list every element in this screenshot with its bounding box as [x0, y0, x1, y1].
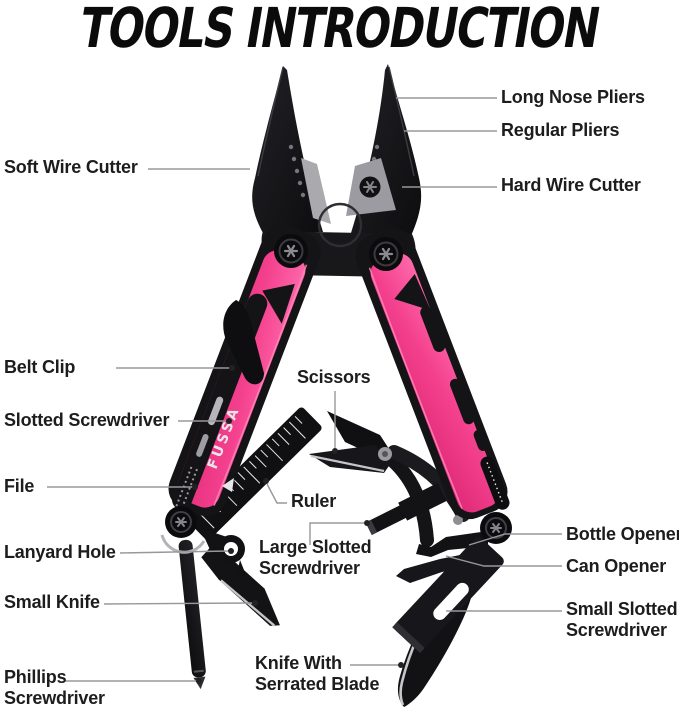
label-scissors: Scissors — [297, 367, 371, 387]
page-title: TOOLS INTRODUCTION — [75, 0, 604, 60]
leader-lines — [47, 97, 562, 682]
belt-clip-part — [223, 300, 264, 385]
small-slotted-screwdriver-tool — [392, 537, 504, 654]
label-ruler: Ruler — [291, 491, 337, 511]
label-slotted-screwdriver: Slotted Screwdriver — [4, 410, 170, 430]
large-slotted-screwdriver-tool — [365, 483, 447, 535]
label-lanyard-hole: Lanyard Hole — [4, 542, 116, 562]
soft-wire-cutter-part — [301, 158, 331, 224]
label-belt-clip: Belt Clip — [4, 357, 76, 377]
label-small-knife: Small Knife — [4, 592, 100, 612]
label-regular-pliers: Regular Pliers — [501, 120, 620, 140]
brand-logo-triangle — [222, 478, 234, 492]
leader-dots — [192, 365, 404, 684]
label-hard-wire-cutter: Hard Wire Cutter — [501, 175, 641, 195]
scissors-tool — [309, 411, 470, 547]
label-large-slotted-screwdriver: Large Slotted Screwdriver — [259, 537, 372, 578]
label-knife-with-serrated-blade: Knife With Serrated Blade — [255, 653, 380, 694]
label-can-opener: Can Opener — [566, 556, 667, 576]
label-soft-wire-cutter: Soft Wire Cutter — [4, 157, 138, 177]
label-small-slotted-screwdriver: Small Slotted Screwdriver — [566, 599, 678, 640]
label-long-nose-pliers: Long Nose Pliers — [501, 87, 645, 107]
handle-end-screws — [160, 506, 512, 554]
label-file: File — [4, 476, 35, 496]
label-bottle-opener: Bottle Opener — [566, 524, 679, 544]
right-handle — [355, 227, 510, 520]
label-phillips-screwdriver: Phillips Screwdriver — [4, 667, 105, 708]
handle-pivot-screws — [274, 234, 403, 271]
phillips-screwdriver-tool — [178, 539, 206, 690]
